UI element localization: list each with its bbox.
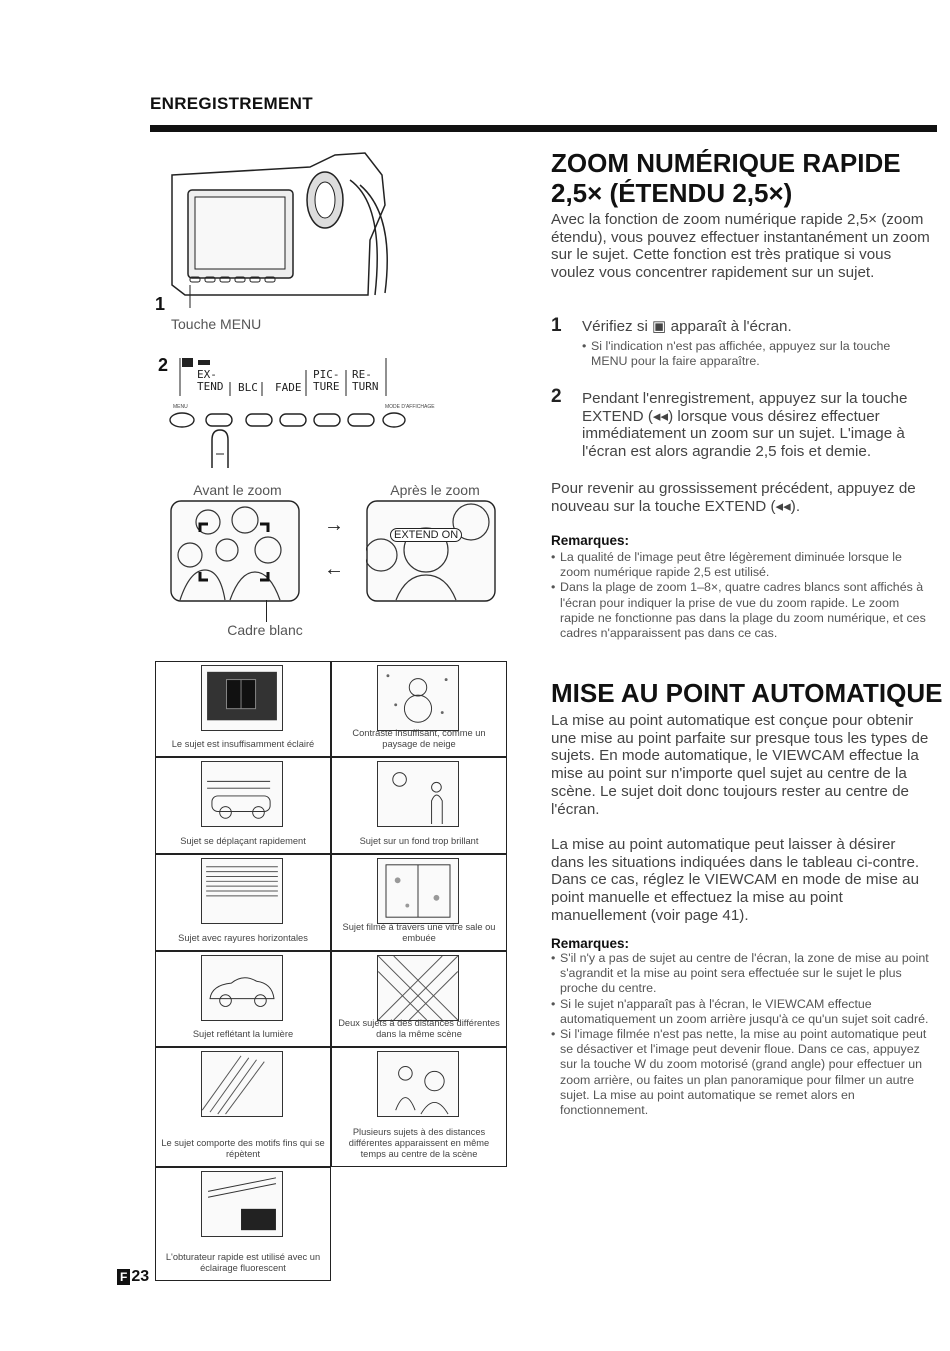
table-cell: L'obturateur rapide est utilisé avec un …	[155, 1167, 331, 1281]
control-buttons-graphic	[169, 412, 406, 468]
step2-text: Pendant l'enregistrement, appuyez sur la…	[582, 390, 908, 461]
fence-subjects-illustration	[377, 955, 459, 1021]
menu-item-picture: PIC- TURE	[313, 368, 340, 393]
moving-car-illustration	[201, 761, 283, 827]
af-remark-item: S'il n'y a pas de sujet au centre de l'é…	[551, 951, 935, 997]
table-cell: Le sujet est insuffisamment éclairé	[155, 661, 331, 757]
figure-label-2: 2	[158, 355, 169, 375]
af-remark-item: Si l'image filmée n'est pas nette, la mi…	[551, 1027, 935, 1118]
step2-number: 2	[551, 386, 562, 407]
page-num: 23	[131, 1268, 150, 1285]
page-letter: F	[117, 1269, 131, 1285]
bright-background-illustration	[377, 761, 459, 827]
zoom-heading-line2: 2,5× (ÉTENDU 2,5×)	[551, 178, 793, 208]
zoom-heading-line1: ZOOM NUMÉRIQUE RAPIDE	[551, 148, 901, 178]
menu-item-return: RE- TURN	[352, 368, 379, 393]
af-para2: La mise au point automatique peut laisse…	[551, 836, 920, 924]
af-heading: MISE AU POINT AUTOMATIQUE	[551, 678, 943, 708]
table-cell-label: Deux sujets à des distances différentes …	[338, 1018, 500, 1039]
table-cell-label: L'obturateur rapide est utilisé avec un …	[165, 1252, 321, 1273]
table-cell: Plusieurs sujets à des distances différe…	[331, 1047, 507, 1167]
zoom-remark-item: La qualité de l'image peut être légèreme…	[551, 550, 933, 580]
zoom-remark-item: Dans la plage de zoom 1–8×, quatre cadre…	[551, 580, 933, 641]
menu-bar-graphic	[179, 358, 387, 396]
zoom-remarks-list: La qualité de l'image peut être légèreme…	[551, 550, 933, 641]
step1-note-list: Si l'indication n'est pas affichée, appu…	[582, 339, 922, 369]
table-cell: Sujet avec rayures horizontales	[155, 854, 331, 951]
header-rule	[150, 125, 937, 132]
table-cell-label: Sujet reflétant la lumière	[192, 1029, 294, 1039]
table-cell: Sujet reflétant la lumière	[155, 951, 331, 1047]
table-cell-label: Contraste insuffisant, comme un paysage …	[352, 728, 486, 749]
zoom-heading: ZOOM NUMÉRIQUE RAPIDE 2,5× (ÉTENDU 2,5×)	[551, 148, 901, 208]
af-para1: La mise au point automatique est conçue …	[551, 712, 929, 818]
extend-on-indicator: EXTEND ON	[390, 528, 463, 542]
af-remarks-list: S'il n'y a pas de sujet au centre de l'é…	[551, 951, 935, 1118]
af-remarks-title: Remarques:	[551, 936, 630, 951]
display-small-label: MODE D'AFFICHAGE	[385, 404, 435, 410]
section-title: ENREGISTREMENT	[150, 94, 313, 113]
arrow-left-icon: ←	[324, 558, 344, 580]
step1-text: Vérifiez si ▣ apparaît à l'écran.	[582, 318, 792, 335]
horizontal-stripes-illustration	[201, 858, 283, 924]
table-cell-label: Plusieurs sujets à des distances différe…	[348, 1127, 490, 1159]
after-zoom-image	[366, 500, 496, 602]
table-cell: Sujet sur un fond trop brillant	[331, 757, 507, 854]
zoom-intro: Avec la fonction de zoom numérique rapid…	[551, 211, 930, 282]
arrow-right-icon: →	[324, 514, 344, 536]
table-cell: Deux sujets à des distances différentes …	[331, 951, 507, 1047]
table-cell-label: Sujet se déplaçant rapidement	[180, 836, 306, 846]
snowman-illustration	[377, 665, 459, 731]
reflective-car-illustration	[201, 955, 283, 1021]
table-cell-label: Sujet filmé à travers une vitre sale ou …	[342, 922, 496, 943]
menu-item-fade: FADE	[275, 381, 302, 394]
af-remark-item: Si le sujet n'apparaît pas à l'écran, le…	[551, 997, 935, 1027]
touche-menu-caption: Touche MENU	[171, 316, 262, 332]
multiple-subjects-illustration	[377, 1051, 459, 1117]
menu-item-blc: BLC	[238, 381, 258, 394]
cadre-caption: Cadre blanc	[227, 622, 303, 638]
fluorescent-light-illustration	[201, 1171, 283, 1237]
menu-item-extend: EX- TEND	[197, 368, 224, 393]
cadre-pointer	[266, 600, 267, 622]
table-cell: Sujet se déplaçant rapidement	[155, 757, 331, 854]
camcorder-illustration	[171, 152, 388, 308]
dirty-window-illustration	[377, 858, 459, 924]
dark-room-illustration	[201, 665, 283, 731]
avant-caption: Avant le zoom	[193, 482, 282, 498]
fine-pattern-illustration	[201, 1051, 283, 1117]
table-cell-label: Le sujet est insuffisamment éclairé	[171, 739, 315, 749]
figure-label-1: 1	[155, 294, 166, 314]
step1-number: 1	[551, 315, 562, 336]
apres-caption: Après le zoom	[390, 482, 480, 498]
table-cell-label: Le sujet comporte des motifs fins qui se…	[161, 1138, 325, 1159]
table-cell: Contraste insuffisant, comme un paysage …	[331, 661, 507, 757]
step1-note: Si l'indication n'est pas affichée, appu…	[582, 339, 922, 369]
zoom-remarks-title: Remarques:	[551, 533, 630, 548]
table-cell-label: Sujet sur un fond trop brillant	[359, 836, 479, 846]
menu-small-label: MENU	[173, 404, 188, 410]
zoom-return-text: Pour revenir au grossissement précédent,…	[551, 480, 916, 515]
table-cell-label: Sujet avec rayures horizontales	[178, 933, 308, 943]
before-zoom-image	[170, 500, 300, 602]
table-cell: Le sujet comporte des motifs fins qui se…	[155, 1047, 331, 1167]
table-cell: Sujet filmé à travers une vitre sale ou …	[331, 854, 507, 951]
